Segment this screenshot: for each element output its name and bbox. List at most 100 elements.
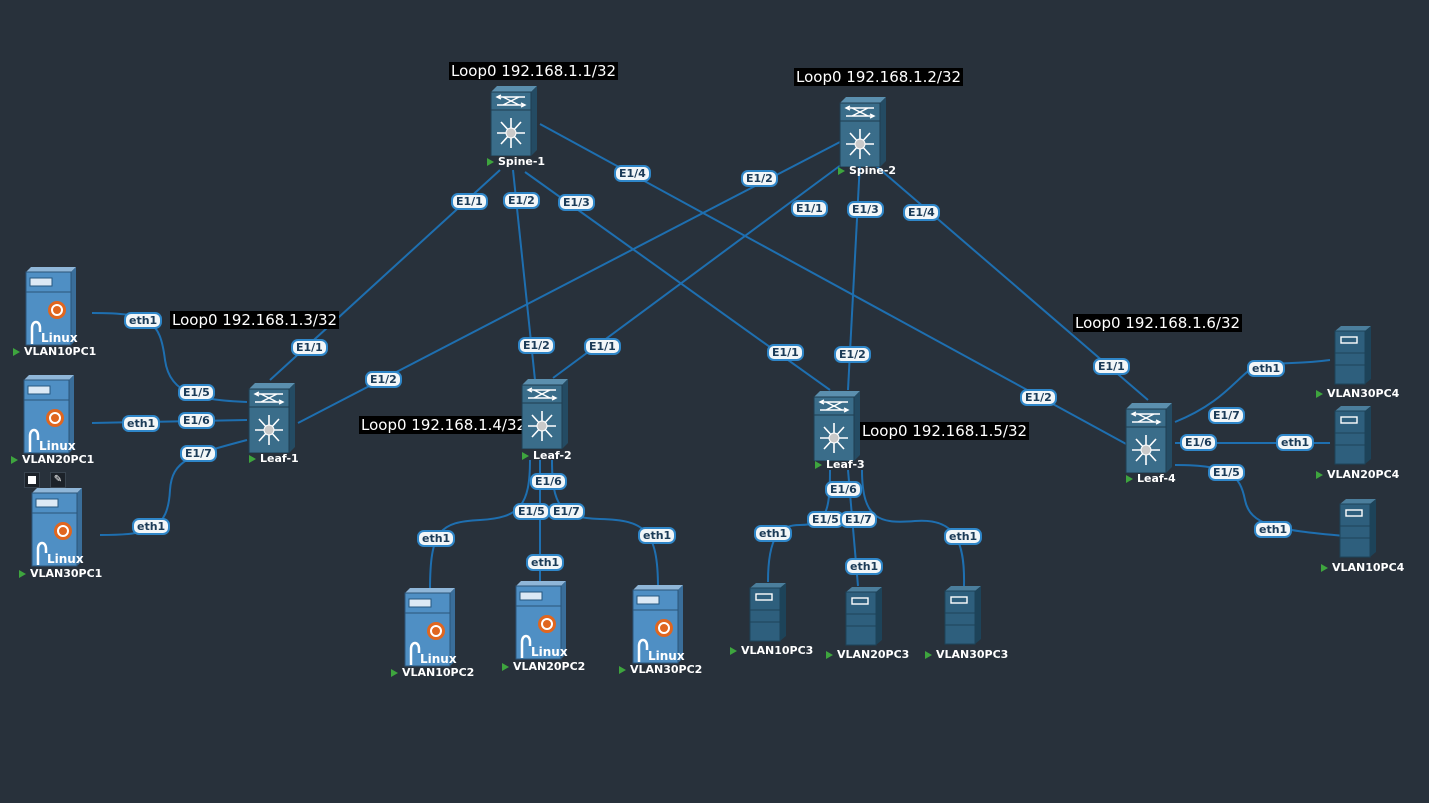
port-label: eth1: [754, 525, 793, 542]
loopback-label-leaf-4: Loop0 192.168.1.6/32: [1073, 314, 1243, 332]
port-label: E1/4: [614, 165, 651, 182]
node-label-leaf3[interactable]: Leaf-3: [815, 458, 865, 471]
link-l2-pc3: [551, 459, 659, 589]
port-label: E1/7: [180, 445, 217, 462]
port-label: eth1: [417, 530, 456, 547]
node-vlan30pc4-icon[interactable]: [1333, 325, 1373, 389]
port-label: eth1: [1276, 434, 1315, 451]
status-triangle-icon: [391, 669, 398, 677]
status-triangle-icon: [249, 455, 256, 463]
status-triangle-icon: [1316, 390, 1323, 398]
node-name: VLAN10PC3: [741, 644, 814, 657]
node-label-vlan30pc4[interactable]: VLAN30PC4: [1316, 387, 1399, 400]
stop-button[interactable]: [24, 472, 40, 488]
svg-text:Linux: Linux: [41, 331, 78, 345]
port-label: E1/3: [847, 201, 884, 218]
node-label-vlan10pc1[interactable]: VLAN10PC1: [13, 345, 96, 358]
loopback-label-leaf-3: Loop0 192.168.1.5/32: [860, 422, 1030, 440]
node-label-vlan20pc4[interactable]: VLAN20PC4: [1316, 468, 1399, 481]
node-vlan10pc3-icon[interactable]: [748, 582, 788, 646]
port-label: eth1: [1247, 360, 1286, 377]
node-name: Spine-2: [849, 164, 897, 177]
node-vlan20pc1-icon[interactable]: Linux: [22, 374, 76, 458]
status-triangle-icon: [826, 651, 833, 659]
port-label: E1/2: [518, 337, 555, 354]
node-label-vlan30pc2[interactable]: VLAN30PC2: [619, 663, 702, 676]
port-label: E1/5: [178, 384, 215, 401]
port-label: eth1: [1254, 521, 1293, 538]
node-leaf1-icon[interactable]: [247, 381, 295, 457]
port-label: E1/2: [741, 170, 778, 187]
status-triangle-icon: [925, 651, 932, 659]
status-triangle-icon: [730, 647, 737, 655]
node-label-leaf1[interactable]: Leaf-1: [249, 452, 299, 465]
node-vlan30pc2-icon[interactable]: Linux: [631, 584, 685, 668]
port-label: E1/3: [558, 194, 595, 211]
svg-text:Linux: Linux: [47, 552, 84, 566]
link-l3-pc3: [861, 469, 966, 587]
port-label: eth1: [122, 415, 161, 432]
node-label-vlan20pc2[interactable]: VLAN20PC2: [502, 660, 585, 673]
port-label: eth1: [944, 528, 983, 545]
port-label: E1/2: [365, 371, 402, 388]
node-label-vlan30pc3[interactable]: VLAN30PC3: [925, 648, 1008, 661]
port-label: E1/2: [1020, 389, 1057, 406]
edit-button[interactable]: ✎: [50, 472, 66, 488]
svg-text:Linux: Linux: [420, 652, 457, 666]
loopback-label-leaf-2: Loop0 192.168.1.4/32: [359, 416, 529, 434]
node-vlan10pc4-icon[interactable]: [1338, 498, 1378, 562]
node-name: VLAN30PC2: [630, 663, 703, 676]
node-leaf3-icon[interactable]: [812, 389, 860, 465]
node-name: Leaf-2: [533, 449, 572, 462]
node-label-vlan10pc2[interactable]: VLAN10PC2: [391, 666, 474, 679]
node-name: VLAN10PC2: [402, 666, 475, 679]
link-l1-pc2: [91, 419, 248, 424]
node-vlan20pc4-icon[interactable]: [1333, 405, 1373, 469]
link-l3-pc1: [767, 469, 831, 583]
status-triangle-icon: [838, 167, 845, 175]
node-vlan10pc1-icon[interactable]: Linux: [24, 266, 78, 350]
node-label-vlan10pc3[interactable]: VLAN10PC3: [730, 644, 813, 657]
status-triangle-icon: [815, 461, 822, 469]
link-l1-pc3: [99, 439, 248, 536]
status-triangle-icon: [619, 666, 626, 674]
port-label: E1/1: [584, 338, 621, 355]
node-spine2-icon[interactable]: [838, 95, 886, 171]
port-label: E1/1: [767, 344, 804, 361]
status-triangle-icon: [487, 158, 494, 166]
node-label-spine1[interactable]: Spine-1: [487, 155, 545, 168]
node-label-spine2[interactable]: Spine-2: [838, 164, 896, 177]
port-label: E1/1: [451, 193, 488, 210]
port-label: E1/5: [513, 503, 550, 520]
node-name: Leaf-4: [1137, 472, 1176, 485]
node-leaf2-icon[interactable]: [520, 377, 568, 453]
node-vlan30pc1-icon[interactable]: Linux: [30, 487, 84, 571]
node-name: VLAN10PC4: [1332, 561, 1405, 574]
port-label: E1/5: [807, 511, 844, 528]
node-spine1-icon[interactable]: [489, 84, 537, 160]
node-label-leaf4[interactable]: Leaf-4: [1126, 472, 1176, 485]
svg-text:Linux: Linux: [531, 645, 568, 659]
port-label: E1/5: [1208, 464, 1245, 481]
node-name: VLAN20PC3: [837, 648, 910, 661]
port-label: E1/6: [1180, 434, 1217, 451]
status-triangle-icon: [11, 456, 18, 464]
port-label: E1/7: [840, 511, 877, 528]
node-label-vlan30pc1[interactable]: VLAN30PC1: [19, 567, 102, 580]
node-label-leaf2[interactable]: Leaf-2: [522, 449, 572, 462]
node-label-vlan20pc3[interactable]: VLAN20PC3: [826, 648, 909, 661]
node-vlan30pc3-icon[interactable]: [943, 585, 983, 649]
node-vlan20pc2-icon[interactable]: Linux: [514, 580, 568, 664]
link-l2-pc1: [429, 459, 531, 591]
node-vlan10pc2-icon[interactable]: Linux: [403, 587, 457, 671]
node-label-vlan10pc4[interactable]: VLAN10PC4: [1321, 561, 1404, 574]
port-label: E1/7: [1208, 407, 1245, 424]
node-name: VLAN30PC3: [936, 648, 1009, 661]
node-leaf4-icon[interactable]: [1124, 401, 1172, 477]
node-vlan20pc3-icon[interactable]: [844, 586, 884, 650]
port-label: E1/6: [178, 412, 215, 429]
node-label-vlan20pc1[interactable]: VLAN20PC1: [11, 453, 94, 466]
status-triangle-icon: [19, 570, 26, 578]
pencil-icon: ✎: [53, 474, 63, 485]
